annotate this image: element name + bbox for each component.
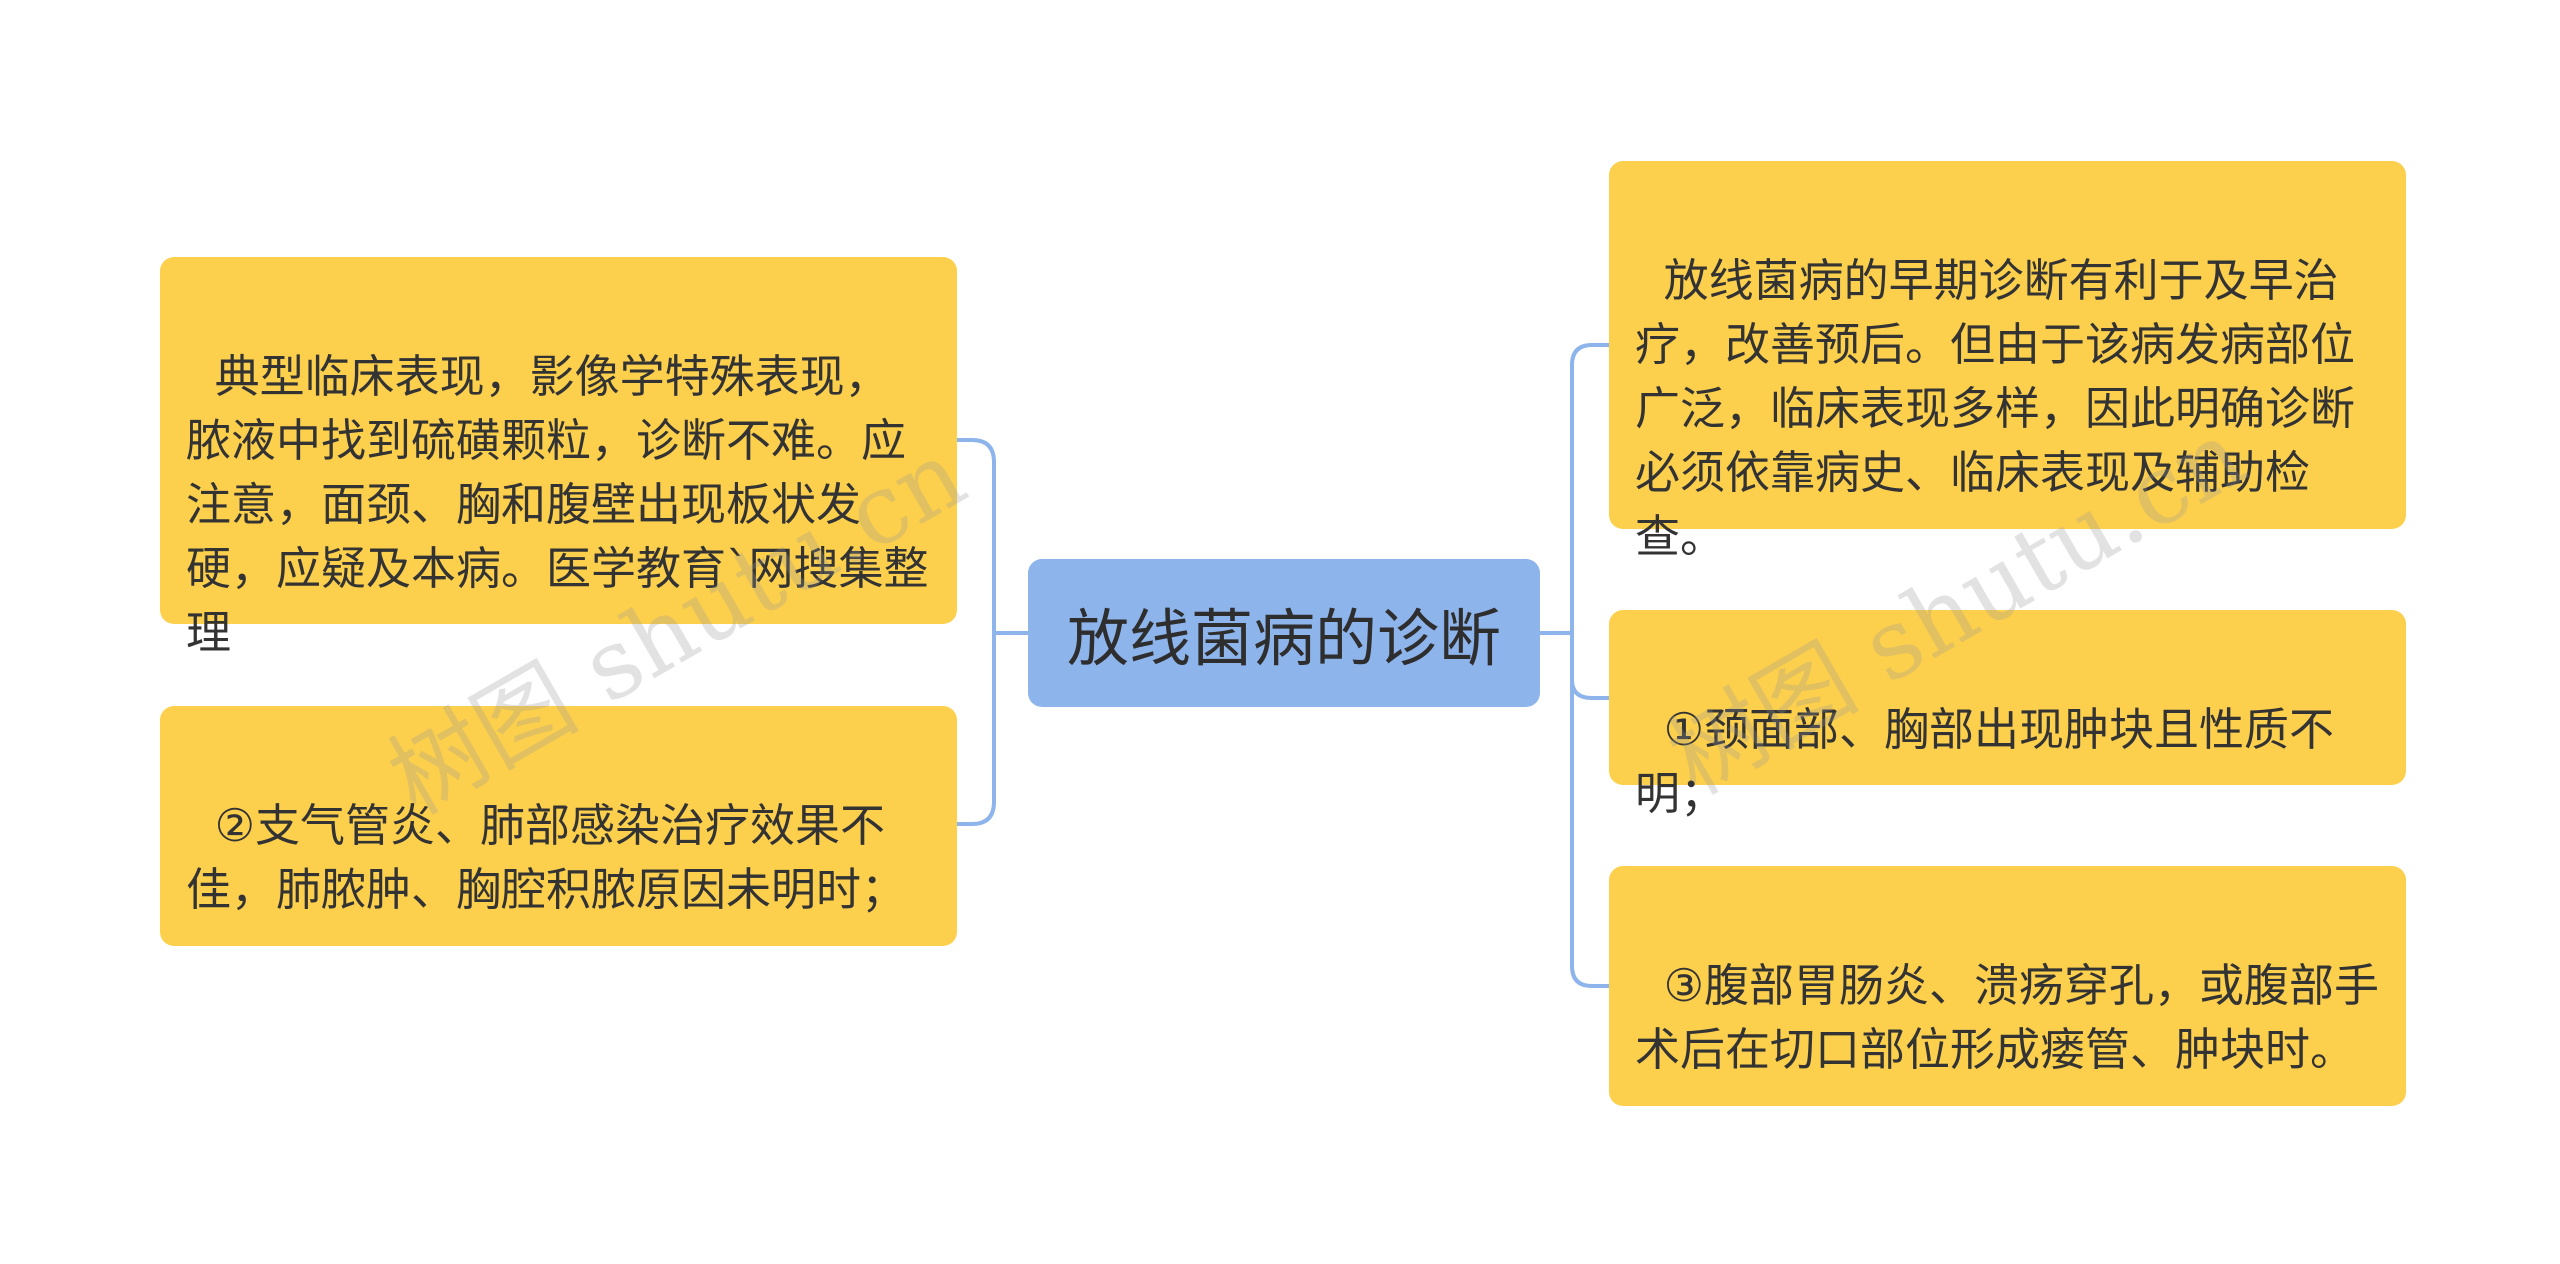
- root-topic-label: 放线菌病的诊断: [1066, 602, 1501, 675]
- connector-left-1: [955, 438, 996, 464]
- topic-neck-chest-mass[interactable]: ①颈面部、胸部出现肿块且性质不明；: [1609, 610, 2406, 820]
- connector-right-1: [1570, 343, 1611, 367]
- topic-early-diagnosis[interactable]: 放线菌病的早期诊断有利于及早治疗，改善预后。但由于该病发病部位广泛，临床表现多样…: [1609, 161, 2406, 563]
- topic-text: 放线菌病的早期诊断有利于及早治疗，改善预后。但由于该病发病部位广泛，临床表现多样…: [1635, 254, 2356, 563]
- connector-right-2: [1570, 678, 1611, 700]
- connector-left-2: [955, 800, 996, 826]
- topic-text: ③腹部胃肠炎、溃疡穿孔，或腹部手术后在切口部位形成瘘管、肿块时。: [1635, 959, 2379, 1076]
- connector-right-3: [1570, 964, 1611, 988]
- topic-text: 典型临床表现，影像学特殊表现，脓液中找到硫磺颗粒，诊断不难。应注意，面颈、胸和腹…: [186, 350, 929, 659]
- topic-clinical-diagnosis[interactable]: 典型临床表现，影像学特殊表现，脓液中找到硫磺颗粒，诊断不难。应注意，面颈、胸和腹…: [160, 257, 957, 659]
- topic-bronchitis-lung-infection[interactable]: ②支气管炎、肺部感染治疗效果不佳，肺脓肿、胸腔积脓原因未明时；: [160, 706, 957, 946]
- topic-text: ②支气管炎、肺部感染治疗效果不佳，肺脓肿、胸腔积脓原因未明时；: [186, 799, 907, 916]
- root-topic[interactable]: 放线菌病的诊断: [1028, 559, 1540, 707]
- topic-abdominal-fistula[interactable]: ③腹部胃肠炎、溃疡穿孔，或腹部手术后在切口部位形成瘘管、肿块时。: [1609, 866, 2406, 1106]
- topic-text: ①颈面部、胸部出现肿块且性质不明；: [1635, 703, 2334, 820]
